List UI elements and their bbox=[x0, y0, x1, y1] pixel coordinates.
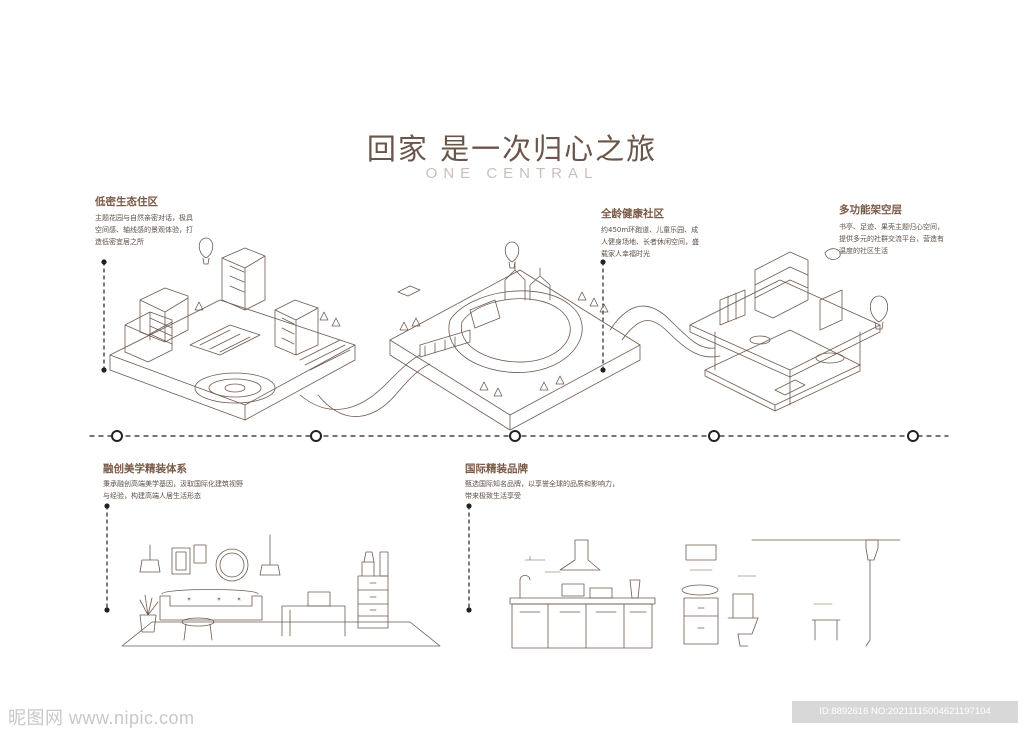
faucet-icon bbox=[519, 575, 531, 599]
coffee-table-icon bbox=[181, 617, 215, 627]
section-desc-multi-function: 书亭、足迹、果壳主题归心空间， 提供多元的社群交流平台，营造有 温度的社区生活 bbox=[839, 223, 944, 255]
round-mirror-icon bbox=[215, 548, 249, 582]
platform-residential bbox=[109, 247, 356, 421]
tree-icons bbox=[194, 291, 609, 397]
drawer-cabinet-icon bbox=[357, 575, 389, 629]
picture-frame-icon-1 bbox=[171, 547, 191, 575]
kitchen-bath-scene bbox=[509, 539, 901, 649]
books-icon bbox=[307, 591, 331, 607]
section-desc-intl-brand: 甄选国际知名品牌，以享誉全球的品质和影响力， 带来极致生活享受 bbox=[465, 480, 619, 500]
section-title-sunac-aesthetics: 融创美学精装体系 bbox=[103, 463, 187, 475]
pendant-lamp-icon-1 bbox=[139, 559, 161, 573]
range-hood-icon bbox=[559, 539, 601, 571]
potted-plant-icon bbox=[139, 594, 159, 633]
towel-rack-icon bbox=[811, 619, 841, 641]
timeline-node-1 bbox=[111, 430, 123, 442]
shower-head-icon bbox=[865, 539, 879, 647]
connectors bbox=[103, 261, 604, 611]
bath-mirror-icon bbox=[685, 544, 717, 561]
section-desc-low-density: 主题花园与自然亲密对话，极具 空间感、轴线感的景观体验，打 造低密宜居之所 bbox=[95, 214, 193, 246]
balloon-icon-1 bbox=[198, 237, 214, 265]
side-table-icon bbox=[281, 605, 346, 637]
platform-multifunction bbox=[689, 251, 881, 412]
balloon-icon-3 bbox=[869, 295, 889, 330]
balloon-icon-2 bbox=[504, 241, 520, 269]
cloud-icons bbox=[397, 248, 841, 297]
winding-path bbox=[299, 305, 721, 417]
section-title-low-density: 低密生态住区 bbox=[95, 196, 158, 208]
table-lamp-icon bbox=[361, 551, 375, 577]
timeline-node-2 bbox=[310, 430, 322, 442]
section-title-intl-brand: 国际精装品牌 bbox=[465, 463, 528, 475]
kitchen-counter-icon bbox=[509, 597, 656, 605]
pot-icon bbox=[561, 583, 585, 597]
timeline-node-5 bbox=[907, 430, 919, 442]
section-title-multi-function: 多功能架空层 bbox=[839, 204, 902, 216]
bath-sink-icon bbox=[681, 584, 719, 596]
section-desc-sunac-aesthetics: 秉承融创高端美学基因，汲取国际化建筑视野 与经验，构建高端人居生活形态 bbox=[103, 480, 243, 500]
page-subtitle: ONE CENTRAL bbox=[425, 165, 599, 182]
balloon-icons bbox=[198, 237, 889, 330]
section-desc-all-age: 约450m环跑道、儿童乐园、成 人健身场地、长者休闲空间，盛 载家人幸福时光 bbox=[601, 226, 699, 258]
timeline bbox=[89, 430, 949, 442]
toilet-icon bbox=[727, 593, 759, 647]
watermark-id-badge: ID:8892616 NO:20211115004621197104 bbox=[792, 701, 1018, 723]
page-title: 回家 是一次归心之旅 bbox=[366, 132, 658, 166]
vanity-cabinet-icon bbox=[683, 597, 719, 645]
picture-frame-icon-2 bbox=[193, 544, 207, 564]
pendant-lamp-icon-2 bbox=[259, 564, 281, 576]
connector-dots bbox=[101, 259, 606, 613]
watermark-site: 昵图网 www.nipic.com bbox=[8, 708, 195, 728]
platform-community bbox=[389, 261, 641, 431]
living-room-scene bbox=[121, 534, 441, 647]
sofa-icon bbox=[159, 589, 263, 621]
blender-icon bbox=[629, 579, 641, 599]
section-title-all-age: 全龄健康社区 bbox=[601, 208, 664, 220]
timeline-node-3 bbox=[509, 430, 521, 442]
timeline-node-4 bbox=[708, 430, 720, 442]
